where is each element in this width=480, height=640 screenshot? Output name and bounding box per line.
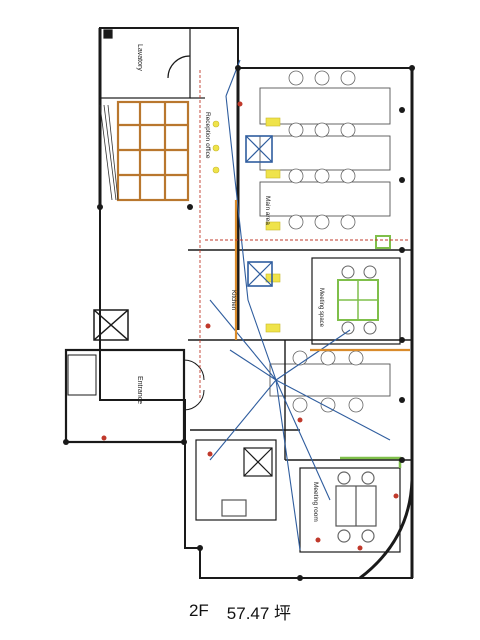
room-label-kitchen: Kitchen bbox=[230, 290, 236, 310]
stair-hatch bbox=[99, 104, 119, 201]
elevator-box bbox=[93, 309, 129, 341]
entrance-block bbox=[64, 348, 205, 444]
workstation-tables bbox=[259, 87, 391, 397]
wiring-red bbox=[199, 70, 410, 400]
meeting-space bbox=[311, 235, 401, 345]
outlet-markers-red bbox=[101, 101, 399, 551]
room-label-main-area: Main area bbox=[264, 196, 271, 225]
kitchen-area bbox=[195, 135, 277, 521]
floor-area: 57.47 坪 bbox=[226, 603, 292, 623]
room-label-meeting-space: Meeting space bbox=[318, 288, 324, 328]
floor-label: 2F bbox=[188, 601, 209, 620]
outlet-markers bbox=[63, 65, 415, 581]
room-label-reception: Reception office bbox=[204, 112, 211, 159]
wiring-blue bbox=[209, 59, 391, 551]
room-label-lavatory: Lavatory bbox=[136, 44, 143, 71]
light-fixtures bbox=[212, 117, 281, 333]
floor-plan: Lavatory Entrance Reception office Main … bbox=[63, 27, 415, 581]
timber-frame-zone bbox=[116, 100, 190, 202]
chairs bbox=[288, 70, 364, 413]
wiring-orange bbox=[234, 200, 410, 352]
floor-caption: 2F 57.47 坪 bbox=[0, 596, 480, 626]
room-label-meeting-room: Meeting room bbox=[312, 482, 319, 522]
lavatory-block bbox=[99, 27, 205, 99]
room-label-entrance: Entrance bbox=[136, 376, 143, 404]
